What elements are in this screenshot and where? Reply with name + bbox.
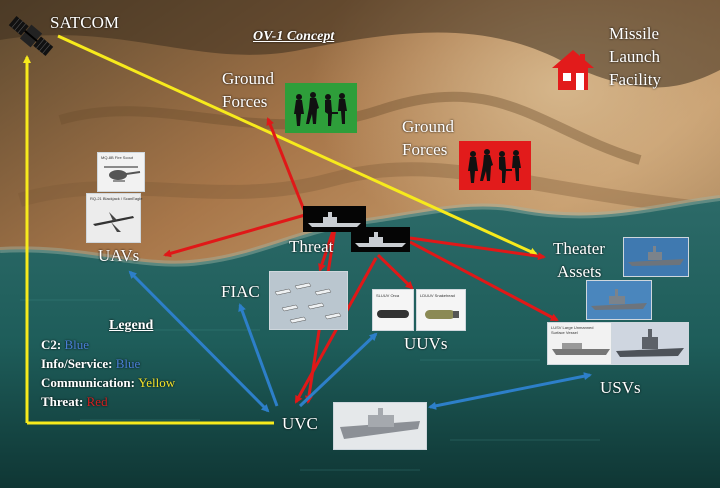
fiac-label: FIAC xyxy=(221,282,260,301)
ground-forces-enemy-label-line1: Ground xyxy=(402,117,454,136)
theater-label-line2: Assets xyxy=(557,262,602,281)
theater-ship-photo-1 xyxy=(623,237,689,277)
facility-icon xyxy=(552,50,594,90)
threat-arrow-fiac xyxy=(318,224,337,272)
fiac-boats-photo xyxy=(269,271,348,330)
missile-label-line1: Missile xyxy=(609,24,660,43)
satellite-icon xyxy=(8,15,54,57)
usvs-label: USVs xyxy=(600,378,641,397)
threat-ship-icon-2 xyxy=(351,227,410,252)
theater-label-line1: Theater xyxy=(553,239,605,258)
usv-caption-line2: Surface Vessel xyxy=(551,330,578,335)
soldiers-icon xyxy=(285,83,357,133)
c2-arrow-uuvs xyxy=(298,332,378,408)
satcom-label: SATCOM xyxy=(50,13,119,32)
threat-arrow-uvc-1 xyxy=(294,257,378,404)
c2-arrow-usvs xyxy=(428,372,592,410)
diagram-title: OV-1 Concept xyxy=(253,29,335,44)
legend-item-communication: Communication: Yellow xyxy=(41,375,176,390)
uav-top-caption: MQ-8B Fire Scout xyxy=(101,155,134,160)
uuv-snakehead-photo: LDUUV Snakehead xyxy=(416,289,466,331)
c2-arrow-fiac xyxy=(238,303,279,407)
legend-label-info: Info/Service xyxy=(41,356,109,371)
uav-helicopter-photo: MQ-8B Fire Scout xyxy=(97,152,145,192)
uuv-right-caption: LDUUV Snakehead xyxy=(420,293,455,298)
uuv-left-caption: SLUUV Orca xyxy=(376,293,400,298)
ground-forces-friendly-label-line2: Forces xyxy=(222,92,268,111)
uav-bottom-caption: RQ-21 Blackjack / ScanEagle xyxy=(90,196,143,201)
threat-ship-icon-1 xyxy=(303,206,366,232)
threat-label: Threat xyxy=(289,237,334,256)
uav-fixedwing-photo: RQ-21 Blackjack / ScanEagle xyxy=(86,193,143,243)
ground-forces-enemy-label-line2: Forces xyxy=(402,140,448,159)
uuv-icon-1 xyxy=(377,310,409,318)
uvc-label: UVC xyxy=(282,414,318,433)
legend: Legend C2: Blue Info/Service: Blue Commu… xyxy=(41,316,241,411)
legend-item-threat: Threat: Red xyxy=(41,394,108,409)
uuv-icon-2 xyxy=(425,310,459,319)
legend-value-threat: Red xyxy=(86,394,108,409)
legend-label-c2: C2 xyxy=(41,337,57,352)
usv-ship-photo xyxy=(611,322,689,365)
legend-value-info: Blue xyxy=(115,356,141,371)
usv-caption-line1: LUSV Large Unmanned xyxy=(551,325,594,330)
legend-title: Legend xyxy=(109,318,154,333)
uavs-label: UAVs xyxy=(98,246,140,265)
comm-line-theater xyxy=(57,34,538,256)
legend-label-communication: Communication xyxy=(41,375,131,390)
usv-icon-1 xyxy=(552,343,610,355)
threat-arrow-usvs xyxy=(409,240,559,322)
legend-item-c2: C2: Blue xyxy=(41,337,90,352)
threat-arrow-uuvs xyxy=(376,253,414,290)
c2-arrow-uavs xyxy=(128,270,270,413)
missile-label-line3: Facility xyxy=(609,70,661,89)
legend-value-c2: Blue xyxy=(64,337,90,352)
helicopter-icon xyxy=(104,166,141,182)
missile-label-line2: Launch xyxy=(609,47,660,66)
uvc-ship-photo xyxy=(333,402,427,450)
theater-ship-photo-2 xyxy=(586,280,652,320)
legend-item-info: Info/Service: Blue xyxy=(41,356,141,371)
uuv-orca-photo: SLUUV Orca xyxy=(372,289,414,331)
legend-value-communication: Yellow xyxy=(138,375,176,390)
legend-label-threat: Threat xyxy=(41,394,80,409)
uuvs-label: UUVs xyxy=(404,334,448,353)
ground-forces-friendly-label-line1: Ground xyxy=(222,69,274,88)
usv-lusv-photo: LUSV Large Unmanned Surface Vessel xyxy=(547,322,615,365)
threat-arrow-ground xyxy=(266,117,306,211)
enemy-soldiers-icon xyxy=(459,141,531,190)
threat-arrow-uavs xyxy=(163,213,306,258)
drone-icon xyxy=(93,212,134,232)
threat-arrow-theater xyxy=(409,236,546,261)
